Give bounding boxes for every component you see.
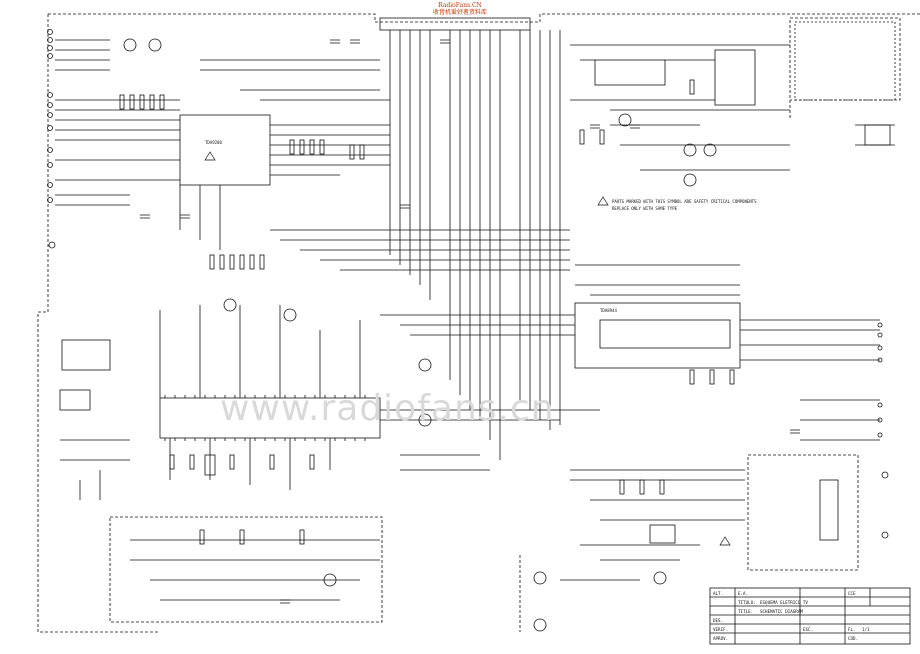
trace — [800, 399, 880, 441]
right-ic-body — [574, 302, 741, 369]
brand-header: RadioFans.CN 收音机爱好者资料库 — [400, 2, 520, 16]
trace — [130, 539, 380, 601]
main-ic-label: TDA9280 — [205, 140, 222, 145]
tb-sheet-value: 1/1 — [862, 627, 870, 632]
trace — [560, 544, 700, 581]
brand-subtitle: 收音机爱好者资料库 — [432, 9, 487, 16]
right-pin-group — [877, 322, 889, 539]
tb-row-label: VERIF. — [713, 627, 729, 632]
right-top-connector — [794, 21, 896, 101]
top-right-ic-2 — [594, 59, 666, 86]
trace — [55, 39, 180, 131]
dip-ic-body — [159, 397, 381, 439]
brand-name: RadioFans.CN — [438, 2, 482, 9]
warning-triangle — [597, 196, 609, 206]
top-right-ic — [714, 49, 756, 106]
tb-company: CCE — [848, 591, 856, 596]
transistor-group — [123, 38, 717, 587]
trace — [570, 44, 790, 101]
trace — [200, 59, 390, 101]
transformer — [819, 479, 839, 541]
tb-title-label: TITULO: — [738, 600, 756, 605]
tb-sheet-label: FL. — [848, 627, 856, 632]
warning-note-1: PARTS MARKED WITH THIS SYMBOL ARE SAFETY… — [612, 199, 757, 204]
tb-title-text: ESQUEMA ELETRICO TV — [760, 600, 808, 605]
title-block-frame — [709, 587, 911, 645]
tb-row-label: DES. — [713, 618, 724, 623]
trace — [575, 264, 740, 296]
trace — [159, 305, 361, 398]
tb-alt-label: ALT. — [713, 591, 724, 596]
warning-triangle — [204, 151, 216, 161]
trace — [855, 124, 895, 146]
trace — [179, 185, 221, 250]
tb-ea-label: E.A. — [738, 591, 749, 596]
top-connector — [379, 17, 531, 31]
dip-pins — [164, 395, 366, 441]
switch-block — [864, 124, 891, 146]
trace — [570, 469, 745, 521]
warning-note-2: REPLACE ONLY WITH SAME TYPE — [612, 206, 678, 211]
trace — [610, 109, 790, 171]
trace — [380, 314, 575, 336]
dashed-border-right — [789, 17, 901, 118]
crystal — [204, 454, 216, 476]
dashed-border-left — [37, 14, 160, 633]
main-ic-body — [179, 114, 271, 186]
trace — [60, 439, 130, 500]
dashed-border-outer — [48, 13, 920, 23]
right-ic-inner — [599, 319, 731, 349]
trace — [389, 30, 431, 300]
trace — [449, 30, 501, 460]
left-connector — [61, 339, 111, 371]
capacitor-group — [140, 39, 800, 604]
tb-code-label: COD. — [848, 636, 859, 641]
left-pin-group — [47, 29, 56, 249]
subboard-box — [109, 516, 383, 623]
regulator — [649, 524, 676, 544]
av-ic-label: TDA8944 — [600, 308, 617, 313]
trace — [270, 229, 570, 271]
trace — [55, 139, 180, 206]
tb-model-label: TITLE: — [738, 609, 754, 614]
trace — [380, 409, 600, 471]
motor — [533, 618, 547, 632]
resistor-group — [119, 79, 735, 545]
power-area — [747, 454, 859, 571]
watermark-text: www.radiofans.cn — [220, 388, 555, 429]
tb-row-label: APROV. — [713, 636, 729, 641]
warning-triangle — [719, 536, 731, 546]
tb-model-text: SCHEMATIC DIAGRAM — [760, 609, 803, 614]
relay-block — [59, 389, 91, 411]
tb-scale-label: ESC. — [803, 627, 814, 632]
trace — [519, 30, 561, 430]
trace — [740, 319, 880, 361]
trace — [270, 124, 390, 176]
